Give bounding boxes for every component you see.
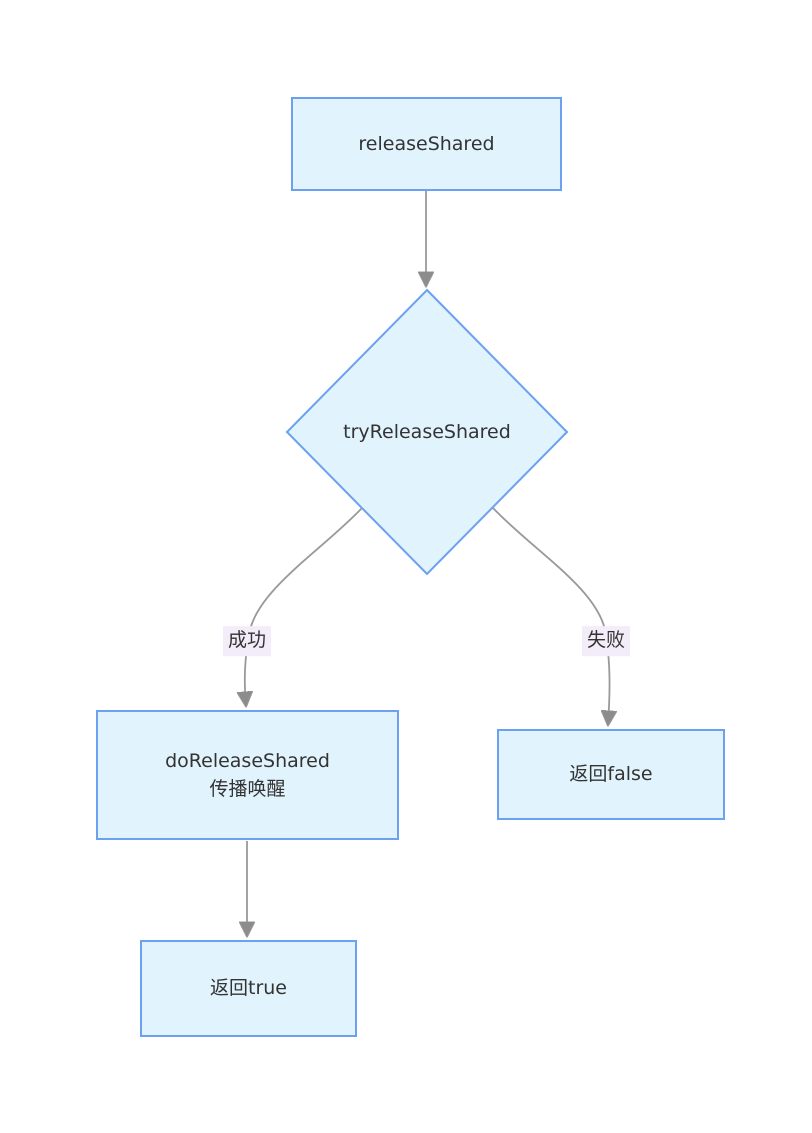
node-tryReleaseShared: tryReleaseShared bbox=[287, 290, 567, 574]
node-releaseShared: releaseShared bbox=[291, 97, 562, 191]
edge-label-success: 成功 bbox=[222, 626, 272, 656]
node-label: doReleaseShared 传播唤醒 bbox=[165, 749, 330, 801]
node-returnTrue: 返回true bbox=[140, 940, 357, 1037]
node-label: releaseShared bbox=[358, 132, 495, 155]
node-label: 返回false bbox=[569, 763, 653, 786]
node-doReleaseShared: doReleaseShared 传播唤醒 bbox=[96, 710, 399, 840]
edge-label-failure: 失败 bbox=[581, 626, 631, 656]
node-label: 返回true bbox=[210, 977, 287, 1000]
node-label: tryReleaseShared bbox=[343, 420, 511, 443]
diamond-node-shape bbox=[285, 288, 569, 576]
edge-tryReleaseShared-to-doReleaseShared bbox=[245, 507, 363, 706]
node-returnFalse: 返回false bbox=[497, 729, 725, 820]
edge-tryReleaseShared-to-returnFalse bbox=[492, 507, 610, 725]
